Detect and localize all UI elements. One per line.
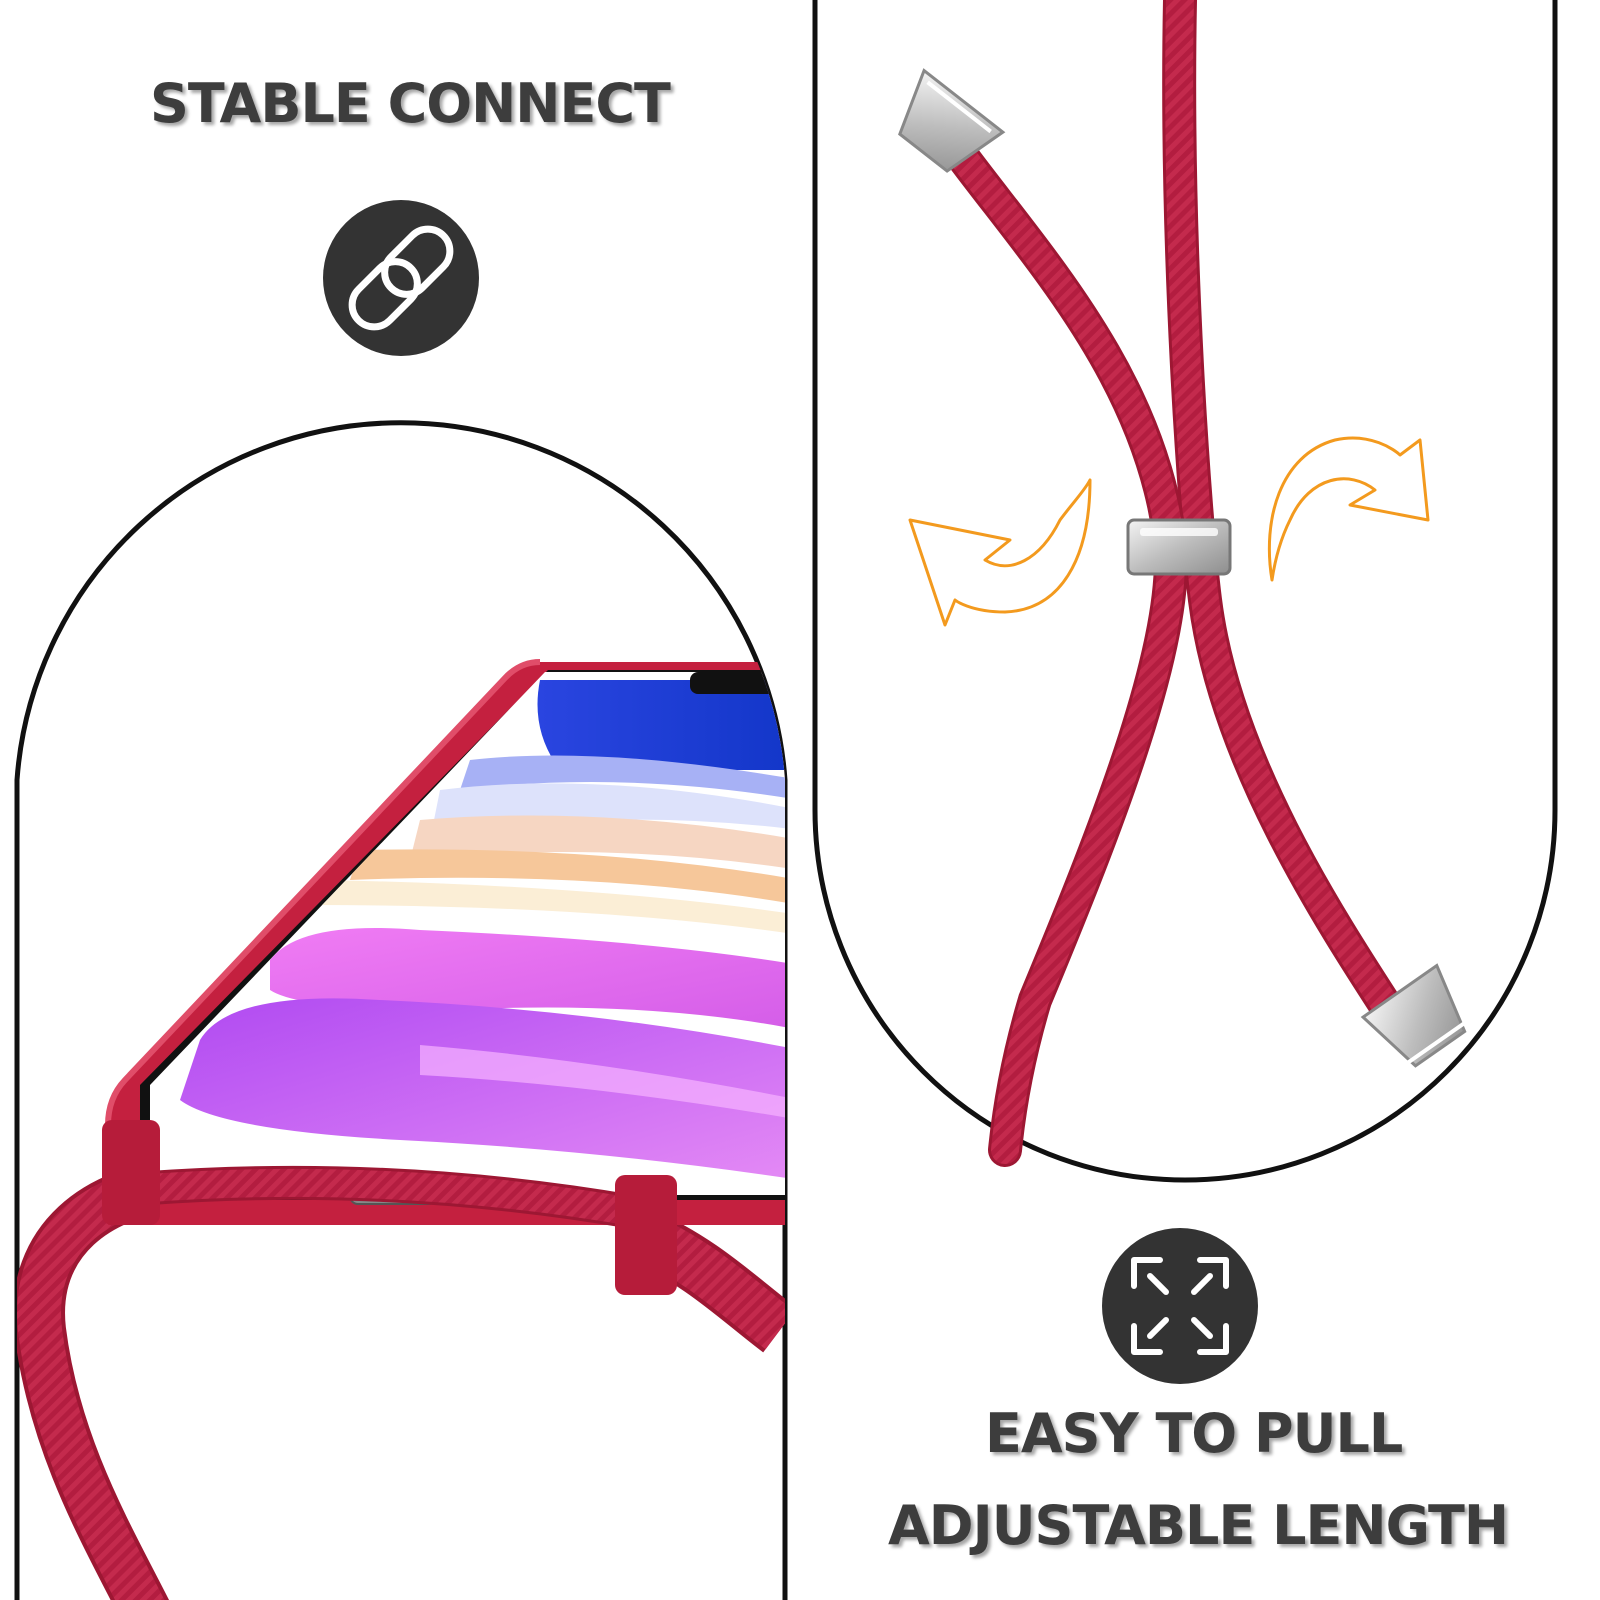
expand-arrows-icon — [1102, 1228, 1258, 1384]
adjustable-length-title: ADJUSTABLE LENGTH — [888, 1494, 1509, 1557]
stable-connect-title: STABLE CONNECT — [150, 72, 671, 135]
right-panel-frame — [812, 0, 1558, 1183]
pull-arrow-left-icon — [908, 478, 1092, 627]
pull-arrow-right-icon — [1267, 436, 1430, 582]
easy-to-pull-title: EASY TO PULL — [985, 1402, 1403, 1465]
chain-link-icon — [323, 200, 479, 356]
adjustable-cord-image — [898, 0, 1467, 1167]
left-panel-frame — [14, 420, 788, 1600]
phone-lanyard-image — [17, 659, 785, 1600]
